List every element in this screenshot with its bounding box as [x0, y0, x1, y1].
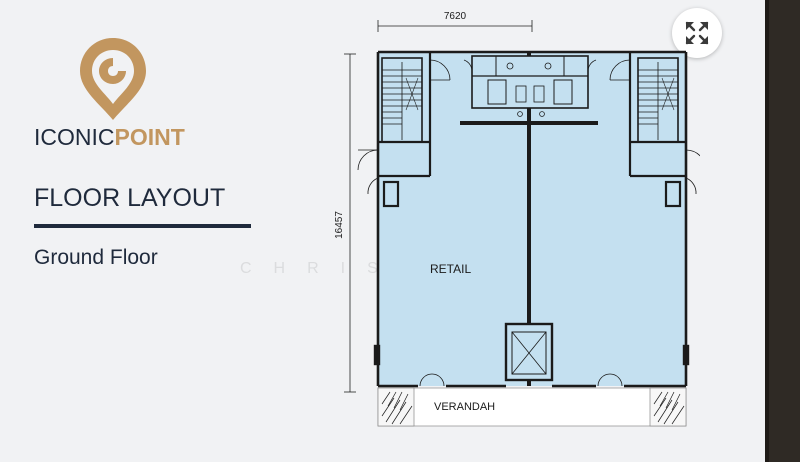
brand-name-part2: POINT: [114, 124, 185, 150]
width-label: 7620: [444, 11, 467, 22]
left-lobby-walls: [378, 52, 432, 208]
toilet-block: [463, 55, 597, 117]
location-pin-icon: [80, 38, 146, 120]
floor-subtitle: Ground Floor: [34, 246, 158, 269]
front-doors: [419, 373, 623, 387]
floor-plan: 7620 16457: [334, 11, 700, 427]
page-title: FLOOR LAYOUT: [34, 184, 226, 212]
expand-button[interactable]: [672, 8, 722, 58]
side-panel-edge: [765, 0, 800, 462]
depth-dimension: [344, 53, 356, 393]
left-doors: [357, 59, 451, 195]
width-dimension: [377, 20, 533, 32]
retail-label: RETAIL: [430, 262, 471, 276]
side-panel-shadow: [765, 0, 769, 462]
right-staircase: [637, 57, 679, 143]
title-divider: [34, 224, 251, 228]
brand-logo: [28, 34, 198, 154]
verandah-area: [377, 387, 687, 427]
cross-wall: [460, 121, 598, 125]
expand-arrows-icon: [685, 21, 709, 45]
brand-name: ICONICPOINT: [34, 124, 185, 151]
verandah-label: VERANDAH: [434, 401, 495, 413]
lift-core: [504, 322, 554, 382]
verandah-hatching: [377, 387, 687, 427]
right-lobby-walls: [628, 52, 686, 208]
brand-name-part1: ICONIC: [34, 124, 115, 150]
right-doors: [609, 59, 700, 195]
left-staircase: [381, 57, 423, 143]
depth-label: 16457: [334, 211, 345, 239]
front-walls: [373, 344, 690, 388]
central-partition: [527, 52, 531, 386]
